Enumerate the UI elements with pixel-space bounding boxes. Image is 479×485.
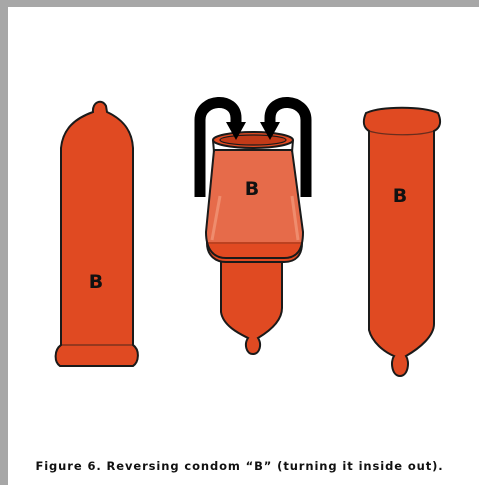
figure-caption: Figure 6. Reversing condom “B” (turning …	[0, 459, 479, 473]
label-middle: B	[245, 178, 259, 200]
condom-upright-icon: B	[56, 102, 138, 366]
label-right: B	[393, 185, 407, 207]
label-left: B	[89, 271, 103, 293]
condom-inverted-icon: B	[364, 108, 440, 376]
condom-reversing-icon: B	[206, 132, 303, 354]
